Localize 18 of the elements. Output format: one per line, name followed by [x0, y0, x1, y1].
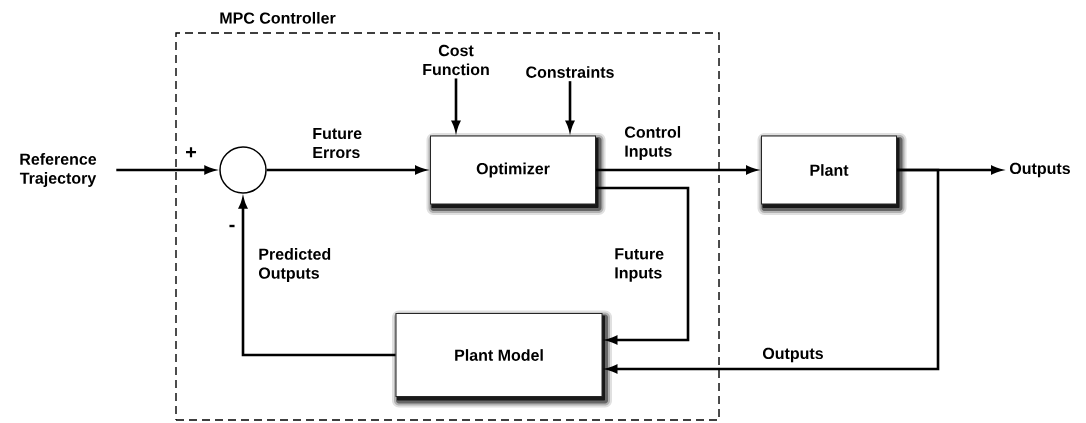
- edge-label: Future Errors: [313, 127, 362, 159]
- edge-label: Predicted Outputs: [258, 248, 331, 282]
- signal-label: Reference Trajectory: [19, 153, 97, 187]
- summing-junction: [219, 146, 267, 194]
- signal-label: Constraints: [526, 66, 614, 78]
- edge-label: Future Inputs: [615, 248, 664, 282]
- group-title: MPC Controller: [220, 11, 336, 24]
- sign-label: -: [229, 224, 235, 228]
- arrow: [596, 186, 690, 345]
- edge-label: Control Inputs: [624, 126, 681, 160]
- sign-label: +: [186, 147, 197, 158]
- arrow: [607, 168, 940, 374]
- signal-label: Cost Function: [423, 44, 489, 76]
- edge-label: Outputs: [762, 347, 823, 363]
- process-box: Optimizer: [426, 133, 606, 215]
- signal-label: Outputs: [1009, 162, 1070, 178]
- process-box: Plant Model: [392, 310, 612, 408]
- process-box: Plant: [757, 133, 907, 215]
